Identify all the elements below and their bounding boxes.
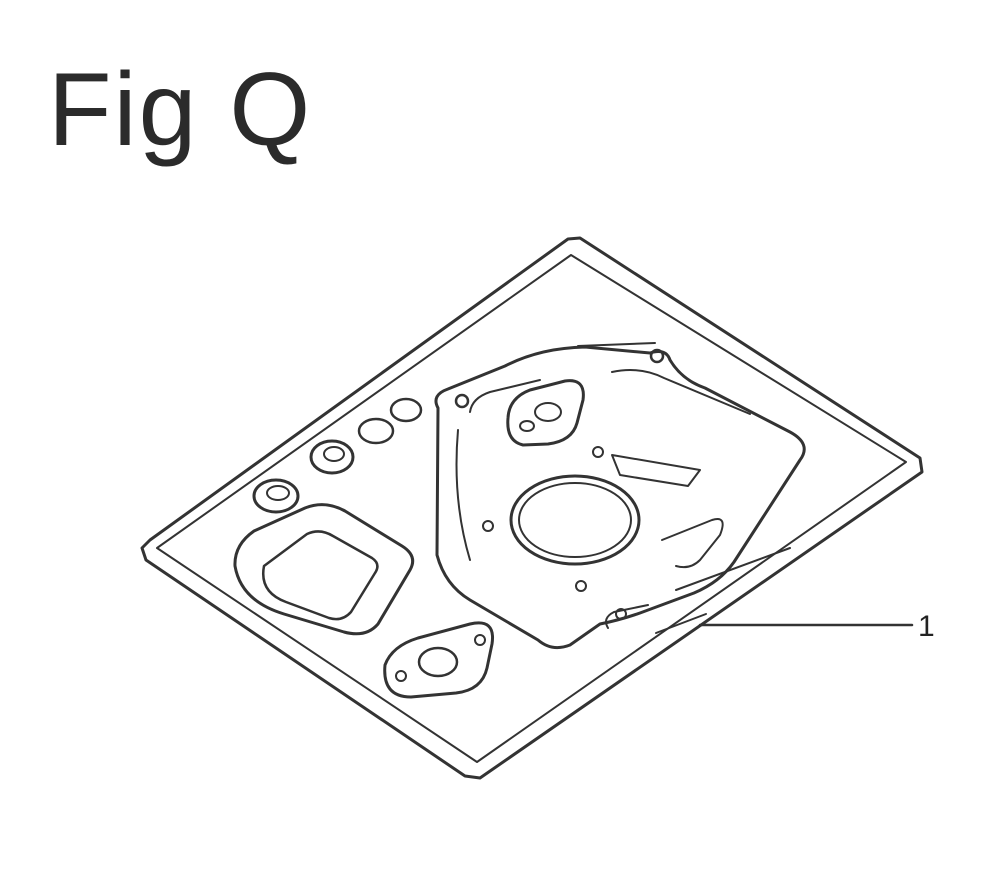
rectangular-gasket bbox=[233, 503, 415, 636]
head-gasket bbox=[434, 345, 806, 650]
flange-gasket bbox=[383, 621, 495, 699]
strip-gaskets bbox=[577, 342, 791, 634]
small-washers bbox=[252, 397, 423, 514]
figure-title: Fig Q bbox=[48, 52, 313, 168]
callout-label-1: 1 bbox=[918, 610, 935, 643]
gasket-sheet-outline bbox=[140, 236, 924, 780]
kidney-gasket bbox=[506, 379, 585, 447]
